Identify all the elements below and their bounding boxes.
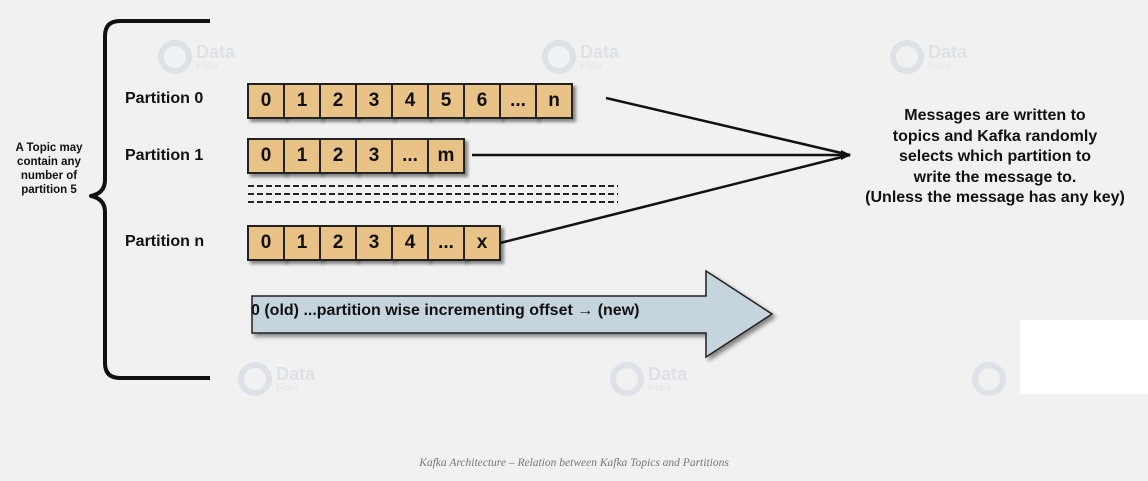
watermark-line1: Data (580, 41, 620, 62)
figure-caption: Kafka Architecture – Relation between Ka… (419, 457, 729, 469)
offset-cell: 2 (319, 138, 357, 174)
offset-cell: 2 (319, 225, 357, 261)
watermark (972, 362, 1006, 396)
offset-cell: n (535, 83, 573, 119)
offset-cell: ... (391, 138, 429, 174)
partition-label: Partition 0 (125, 90, 204, 107)
offset-arrow-label: 0 (old) ...partition wise incrementing o… (251, 302, 640, 319)
partition-1-log: 0 1 2 3 ... m (247, 138, 465, 174)
message-note-line: topics and Kafka randomly (892, 127, 1098, 145)
watermark-line1: Data (196, 41, 236, 62)
offset-arrow (251, 269, 774, 359)
dataflair-logo-icon (542, 40, 576, 74)
offset-cell: 3 (355, 138, 393, 174)
offset-cell: 0 (247, 225, 285, 261)
watermark-line2: Flair (928, 59, 952, 72)
offset-cell: 5 (427, 83, 465, 119)
watermark-line1: Data (276, 363, 316, 384)
dataflair-logo-icon (610, 362, 644, 396)
arrow-partition-0 (605, 96, 851, 157)
topic-note: A Topic may contain any number of partit… (15, 142, 83, 196)
watermark-line2: Flair (276, 381, 300, 394)
watermark-line2: Flair (580, 59, 604, 72)
topic-brace (89, 19, 210, 380)
offset-cell: 2 (319, 83, 357, 119)
watermark-line1: Data (928, 41, 968, 62)
offset-cell: 4 (391, 83, 429, 119)
partition-n-log: 0 1 2 3 4 ... x (247, 225, 501, 261)
message-note-line: (Unless the message has any key) (865, 189, 1125, 206)
partition-label: Partition n (125, 233, 205, 250)
offset-cell: 3 (355, 225, 393, 261)
offset-cell: 6 (463, 83, 501, 119)
offset-cell: 1 (283, 83, 321, 119)
message-note-line: write the message to. (913, 168, 1077, 186)
dataflair-logo-icon (890, 40, 924, 74)
watermark-line2: Flair (196, 59, 220, 72)
dataflair-logo-icon (972, 362, 1006, 396)
dataflair-logo-icon (158, 40, 192, 74)
partition-label: Partition 1 (125, 147, 204, 164)
offset-cell: 3 (355, 83, 393, 119)
offset-cell: m (427, 138, 465, 174)
dataflair-logo-icon (238, 362, 272, 396)
arrow-partition-n (495, 153, 851, 246)
offset-cell: 0 (247, 83, 285, 119)
partition-0-log: 0 1 2 3 4 5 6 ... n (247, 83, 573, 119)
watermark-line2: Flair (648, 381, 672, 394)
offset-cell: 4 (391, 225, 429, 261)
offset-cell: 1 (283, 225, 321, 261)
message-note-line: Messages are written to (904, 107, 1086, 124)
message-note-line: selects which partition to (898, 148, 1092, 165)
watermark-line1: Data (648, 363, 688, 384)
message-note: Messages are written to topics and Kafka… (842, 106, 1148, 209)
offset-cell: ... (427, 225, 465, 261)
offset-cell: ... (499, 83, 537, 119)
offset-cell: 0 (247, 138, 285, 174)
blank-panel (1020, 320, 1148, 394)
offset-cell: x (463, 225, 501, 261)
offset-cell: 1 (283, 138, 321, 174)
